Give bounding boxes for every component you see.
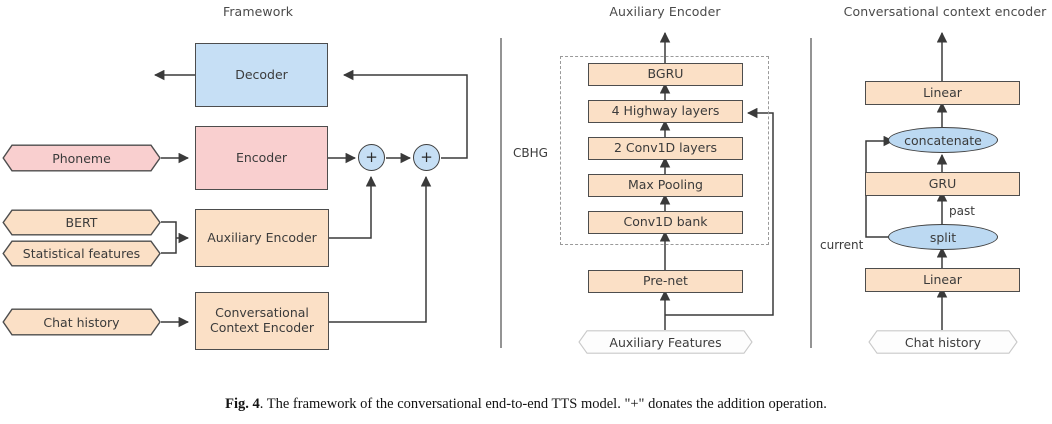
aux-node-conv1d-layers-label: 2 Conv1D layers <box>613 140 718 156</box>
hexagon-shape <box>578 330 753 354</box>
panel-title-auxiliary-encoder: Auxiliary Encoder <box>609 4 721 19</box>
edge-label-current: current <box>820 238 864 252</box>
aux-node-pre-net-label: Pre-net <box>643 273 688 289</box>
node-auxiliary-encoder[interactable]: Auxiliary Encoder <box>195 209 329 267</box>
node-decoder[interactable]: Decoder <box>195 43 328 107</box>
aux-node-conv1d-bank[interactable]: Conv1D bank <box>588 211 743 234</box>
node-conversational-context-encoder[interactable]: Conversational Context Encoder <box>195 292 329 350</box>
ctx-node-gru-label: GRU <box>928 175 957 191</box>
ctx-node-split[interactable]: split <box>888 224 998 250</box>
operator-add-1-label: + <box>365 148 378 166</box>
node-encoder[interactable]: Encoder <box>195 126 328 190</box>
node-encoder-label: Encoder <box>235 149 288 165</box>
hexagon-shape <box>2 209 161 236</box>
ctx-node-linear-bottom-label: Linear <box>923 271 962 287</box>
input-bert-label: BERT <box>65 215 98 230</box>
hexagon-shape <box>2 144 161 172</box>
input-bert[interactable]: BERT <box>2 209 161 236</box>
aux-node-bgru-label: BGRU <box>647 66 684 82</box>
ctx-node-concatenate[interactable]: concatenate <box>888 127 998 153</box>
operator-add-2-label: + <box>420 148 433 166</box>
hexagon-shape <box>2 240 161 267</box>
edge-label-past: past <box>949 204 975 218</box>
figure-caption-prefix: Fig. 4 <box>225 396 260 412</box>
input-phoneme-label: Phoneme <box>52 150 111 166</box>
input-chat-history-label: Chat history <box>43 314 120 330</box>
ctx-node-linear-top-label: Linear <box>923 84 962 100</box>
hexagon-shape <box>868 330 1018 354</box>
operator-add-1[interactable]: + <box>358 144 385 171</box>
ctx-node-concatenate-label: concatenate <box>904 132 982 148</box>
node-auxiliary-encoder-label: Auxiliary Encoder <box>207 229 317 245</box>
cbhg-group-boundary <box>560 56 769 245</box>
input-statistical-features-label: Statistical features <box>22 246 141 261</box>
input-phoneme[interactable]: Phoneme <box>2 144 161 172</box>
aux-node-highway-layers[interactable]: 4 Highway layers <box>588 100 743 123</box>
hexagon-shape <box>2 308 161 336</box>
input-chat-history[interactable]: Chat history <box>2 308 161 336</box>
aux-node-bgru[interactable]: BGRU <box>588 63 743 86</box>
operator-add-2[interactable]: + <box>413 144 440 171</box>
panel-title-conversational-context-encoder: Conversational context encoder <box>843 4 1047 19</box>
aux-node-max-pooling-label: Max Pooling <box>627 177 703 193</box>
aux-node-highway-layers-label: 4 Highway layers <box>611 103 720 119</box>
ctx-node-linear-bottom[interactable]: Linear <box>865 268 1020 292</box>
ctx-input-chat-history-label: Chat history <box>904 334 982 350</box>
aux-node-max-pooling[interactable]: Max Pooling <box>588 174 743 197</box>
aux-input-auxiliary-features-label: Auxiliary Features <box>609 334 722 350</box>
aux-node-conv1d-bank-label: Conv1D bank <box>623 214 708 230</box>
aux-input-auxiliary-features[interactable]: Auxiliary Features <box>578 330 753 354</box>
ctx-node-gru[interactable]: GRU <box>865 172 1020 196</box>
node-conversational-context-encoder-label: Conversational Context Encoder <box>209 305 315 335</box>
aux-node-conv1d-layers[interactable]: 2 Conv1D layers <box>588 137 743 160</box>
cbhg-group-label: CBHG <box>513 146 548 160</box>
figure-caption-text: . The framework of the conversational en… <box>259 396 827 412</box>
ctx-input-chat-history[interactable]: Chat history <box>868 330 1018 354</box>
panel-title-framework: Framework <box>222 4 294 19</box>
ctx-node-split-label: split <box>929 229 957 245</box>
ctx-node-linear-top[interactable]: Linear <box>865 81 1020 105</box>
node-decoder-label: Decoder <box>235 66 288 82</box>
figure-caption: Fig. 4. The framework of the conversatio… <box>0 396 1052 413</box>
aux-node-pre-net[interactable]: Pre-net <box>588 270 743 293</box>
input-statistical-features[interactable]: Statistical features <box>2 240 161 267</box>
